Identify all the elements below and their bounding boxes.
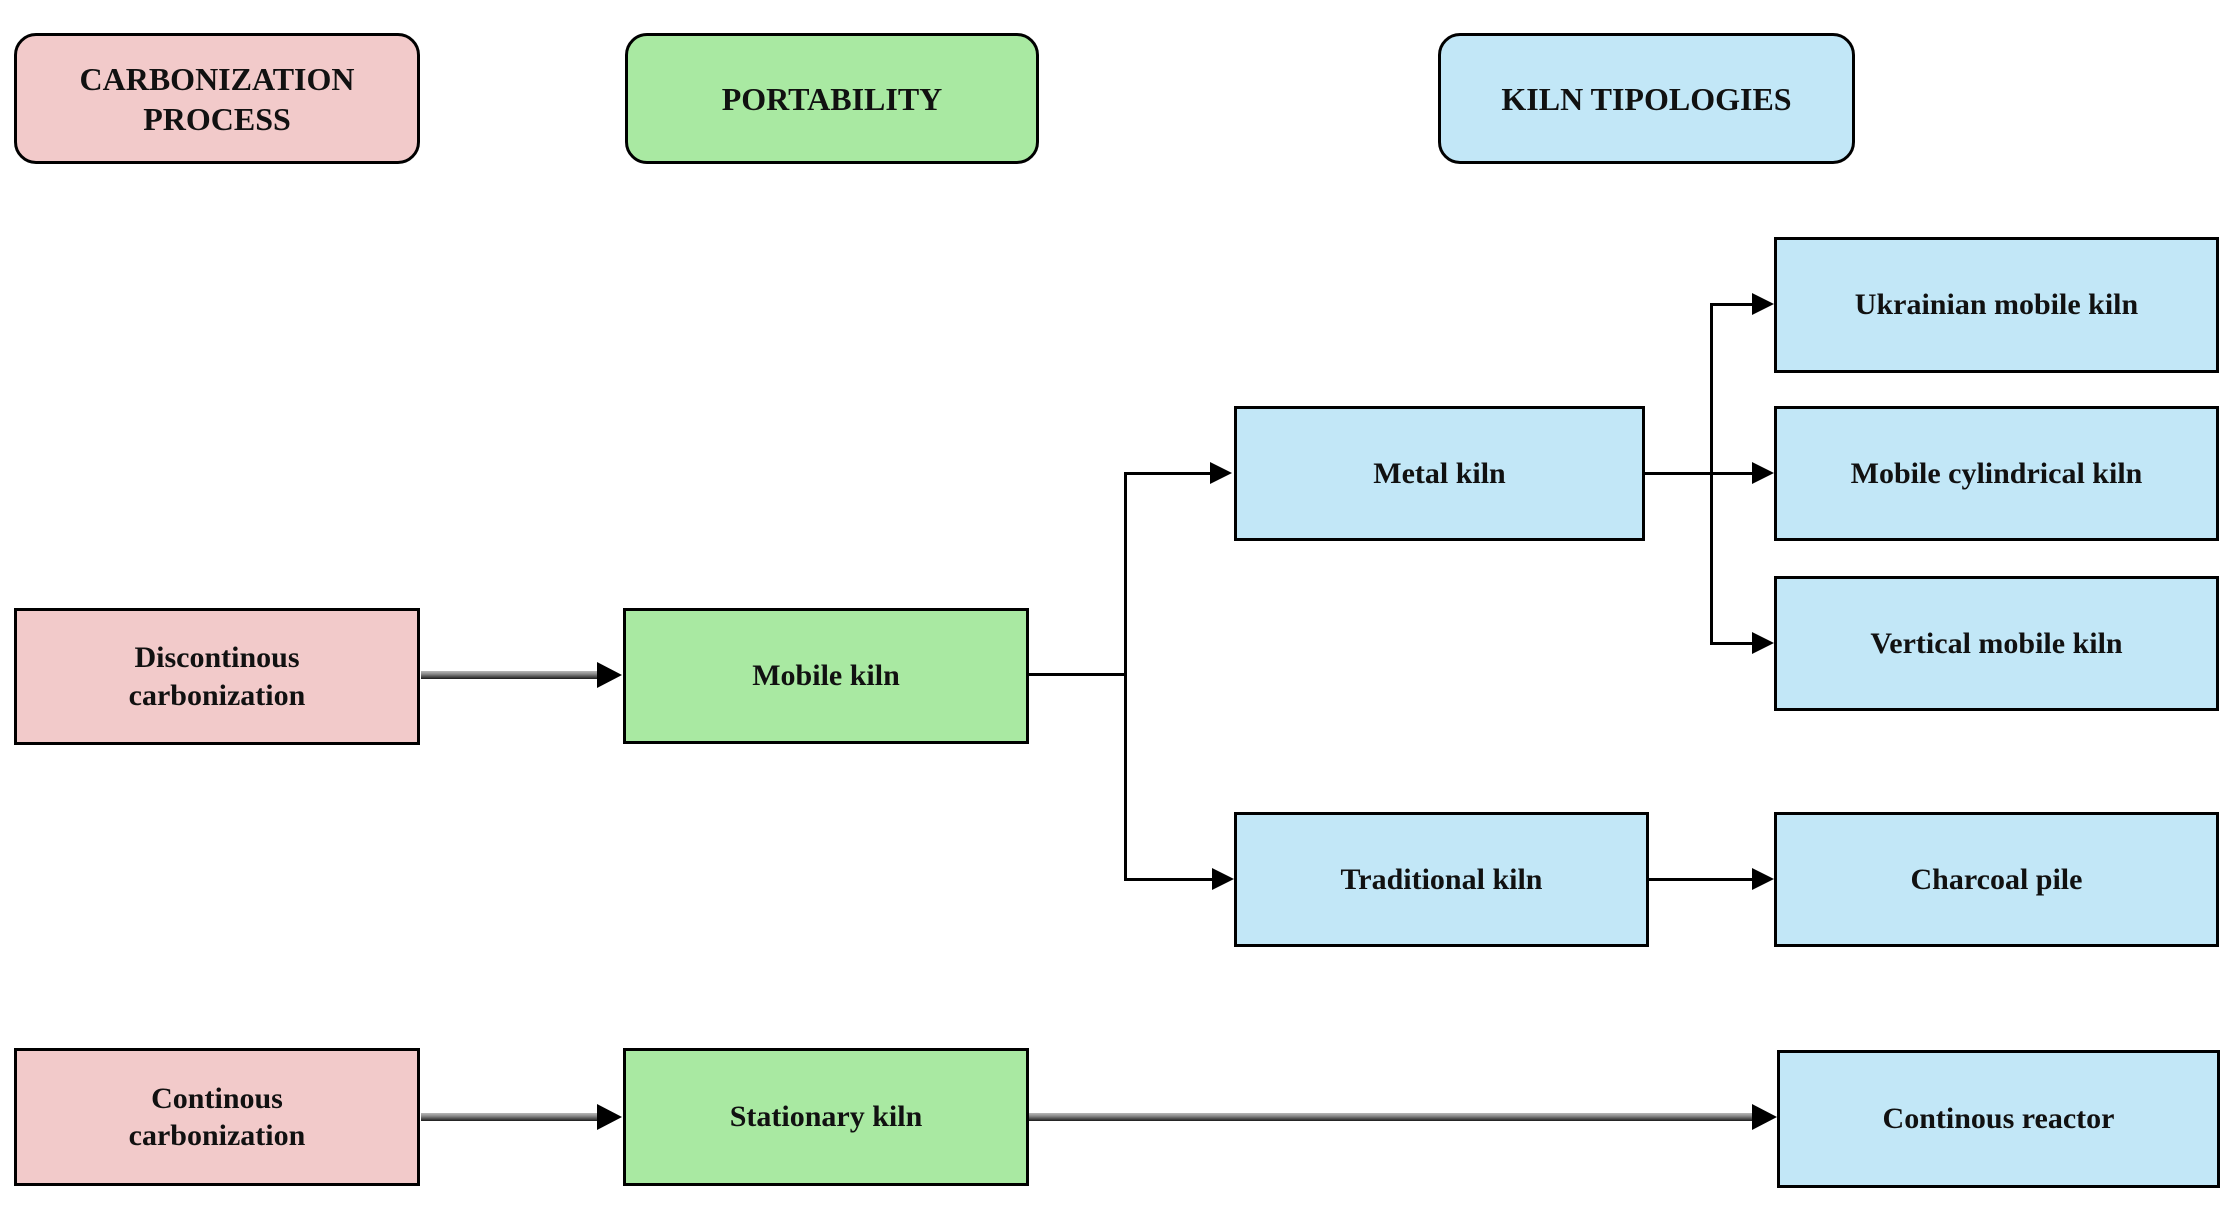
arrow-discontinous-to-mobile-head [597, 662, 622, 688]
arrow-to-cylindrical-head [1752, 462, 1774, 484]
arrow-to-charcoal-head [1752, 868, 1774, 890]
node-discontinous-carbonization: Discontinous carbonization [14, 608, 420, 745]
arrow-discontinous-to-mobile-shaft [421, 671, 599, 679]
arrow-to-vertical-head [1752, 632, 1774, 654]
node-metal-kiln: Metal kiln [1234, 406, 1645, 541]
node-stationary-kiln: Stationary kiln [623, 1048, 1029, 1186]
arrow-to-traditional-head [1212, 868, 1234, 890]
arrow-continous-to-stationary-head [597, 1104, 622, 1130]
node-traditional-kiln: Traditional kiln [1234, 812, 1649, 947]
connector-mobile-branch-out [1029, 673, 1127, 676]
node-continous-carbonization: Continous carbonization [14, 1048, 420, 1186]
arrow-stationary-to-reactor-shaft [1029, 1113, 1753, 1121]
connector-metal-branch-vertical [1710, 303, 1713, 645]
connector-to-ukrainian-shaft [1710, 303, 1752, 306]
connector-to-vertical-shaft [1710, 642, 1752, 645]
arrow-to-ukrainian-head [1752, 293, 1774, 315]
arrow-continous-to-stationary-shaft [421, 1113, 599, 1121]
header-kiln-tipologies: KILN TIPOLOGIES [1438, 33, 1855, 164]
header-portability: PORTABILITY [625, 33, 1039, 164]
node-charcoal-pile: Charcoal pile [1774, 812, 2219, 947]
arrow-to-metal-head [1210, 462, 1232, 484]
connector-mobile-branch-vertical [1124, 472, 1127, 881]
node-mobile-cylindrical-kiln: Mobile cylindrical kiln [1774, 406, 2219, 541]
node-mobile-kiln: Mobile kiln [623, 608, 1029, 744]
connector-traditional-out [1649, 878, 1752, 881]
header-carbonization-process: CARBONIZATION PROCESS [14, 33, 420, 164]
node-continous-reactor: Continous reactor [1777, 1050, 2220, 1188]
connector-to-traditional-shaft [1124, 878, 1214, 881]
node-ukrainian-mobile-kiln: Ukrainian mobile kiln [1774, 237, 2219, 373]
arrow-stationary-to-reactor-head [1752, 1104, 1777, 1130]
node-vertical-mobile-kiln: Vertical mobile kiln [1774, 576, 2219, 711]
connector-metal-out [1645, 472, 1752, 475]
connector-to-metal-shaft [1124, 472, 1212, 475]
